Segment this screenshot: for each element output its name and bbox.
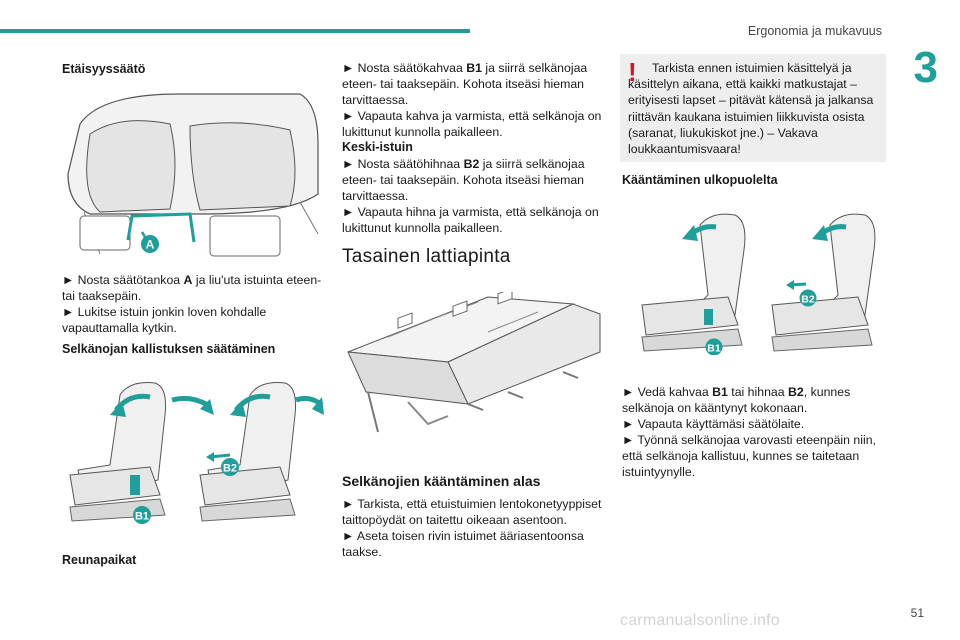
paragraph-b2-2: ► Vapauta hihna ja varmista, että selkän… xyxy=(342,205,599,236)
paragraph-fold-2: ► Aseta toisen rivin istuimet ääriasento… xyxy=(342,529,584,560)
header-accent-bar xyxy=(0,29,470,33)
chapter-number: 3 xyxy=(913,43,938,92)
flat-floor-illustration xyxy=(347,292,601,433)
paragraph-b1-1: ► Nosta säätökahvaa B1 ja siirrä selkäno… xyxy=(342,60,604,109)
seat-outer-left: B1 xyxy=(69,382,214,524)
text: tai hihnaa xyxy=(727,385,789,399)
watermark: carmanualsonline.info xyxy=(620,612,780,629)
warning-box xyxy=(620,54,886,162)
label-b2-right: B2 xyxy=(801,294,815,306)
paragraph-b2-1: ► Nosta säätöhihnaa B2 ja siirrä selkäno… xyxy=(342,156,604,205)
ref-a: A xyxy=(183,273,193,287)
paragraph-out-3: ► Työnnä selkänojaa varovasti eteenpäin … xyxy=(622,433,876,480)
page-number: 51 xyxy=(910,606,924,620)
ref-b2: B2 xyxy=(463,157,480,171)
ref-b1: B1 xyxy=(466,61,483,75)
paragraph-fold-1: ► Tarkista, että etuistuimien lentokonet… xyxy=(342,497,602,528)
label-a-marker xyxy=(141,235,159,253)
heading-backrest-tilt: Selkänojan kallistuksen säätäminen xyxy=(62,342,276,356)
text: , kunnes selkänoja on kääntynyt kokonaan… xyxy=(622,385,851,416)
header-title: Ergonomia ja mukavuus xyxy=(747,24,882,38)
text: ja siirrä selkänojaa eteen- tai taaksepä… xyxy=(342,61,588,108)
label-b2: B2 xyxy=(223,463,237,475)
text: ► Vedä kahvaa xyxy=(622,385,713,399)
paragraph-slide-1: ► Nosta säätötankoa A ja liu'uta istuint… xyxy=(62,272,324,304)
ref-b1: B1 xyxy=(712,385,728,399)
paragraph-out-2: ► Vapauta käyttämäsi säätölaite. xyxy=(622,417,805,431)
heading-fold-backrests: Selkänojien kääntäminen alas xyxy=(342,473,541,489)
caption-outer-seats: Reunapaikat xyxy=(62,553,137,567)
text: ► Nosta säätöhihnaa xyxy=(342,157,464,171)
heading-distance-adjust: Etäisyyssäätö xyxy=(62,62,146,76)
backrest-tilt-illustration: B1 B2 xyxy=(69,382,324,524)
label-b1: B1 xyxy=(135,511,149,523)
text: ► Nosta säätötankoa xyxy=(62,273,184,287)
seat-outer-right-2: B2 xyxy=(771,213,876,352)
heading-flat-floor: Tasainen lattiapinta xyxy=(342,246,511,267)
warning-text: Tarkista ennen istuimien käsittelyä ja k… xyxy=(628,61,874,157)
fold-from-outside-illustration: B1 B2 xyxy=(641,213,876,355)
label-a: A xyxy=(146,238,155,252)
paragraph-b1-2: ► Vapauta kahva ja varmista, että selkän… xyxy=(342,109,602,140)
text: ja liu'uta istuinta eteen- tai taaksepäi… xyxy=(62,273,322,304)
seat-slide-illustration: A xyxy=(67,93,319,257)
seat-center: B2 xyxy=(199,382,324,522)
paragraph-slide-2: ► Lukitse istuin jonkin loven kohdalle v… xyxy=(62,305,267,336)
label-b1-right: B1 xyxy=(707,343,721,355)
text: ► Nosta säätökahvaa xyxy=(342,61,467,75)
heading-center-seat: Keski-istuin xyxy=(342,140,413,154)
heading-fold-from-outside: Kääntäminen ulkopuolelta xyxy=(622,173,778,187)
seat-outer-right-1: B1 xyxy=(641,213,746,355)
paragraph-out-1: ► Vedä kahvaa B1 tai hihnaa B2, kunnes s… xyxy=(622,384,884,416)
warning-icon: ! xyxy=(628,57,637,87)
ref-b2: B2 xyxy=(788,385,804,399)
text: ja siirrä selkänojaa eteen- tai taaksepä… xyxy=(342,157,585,204)
